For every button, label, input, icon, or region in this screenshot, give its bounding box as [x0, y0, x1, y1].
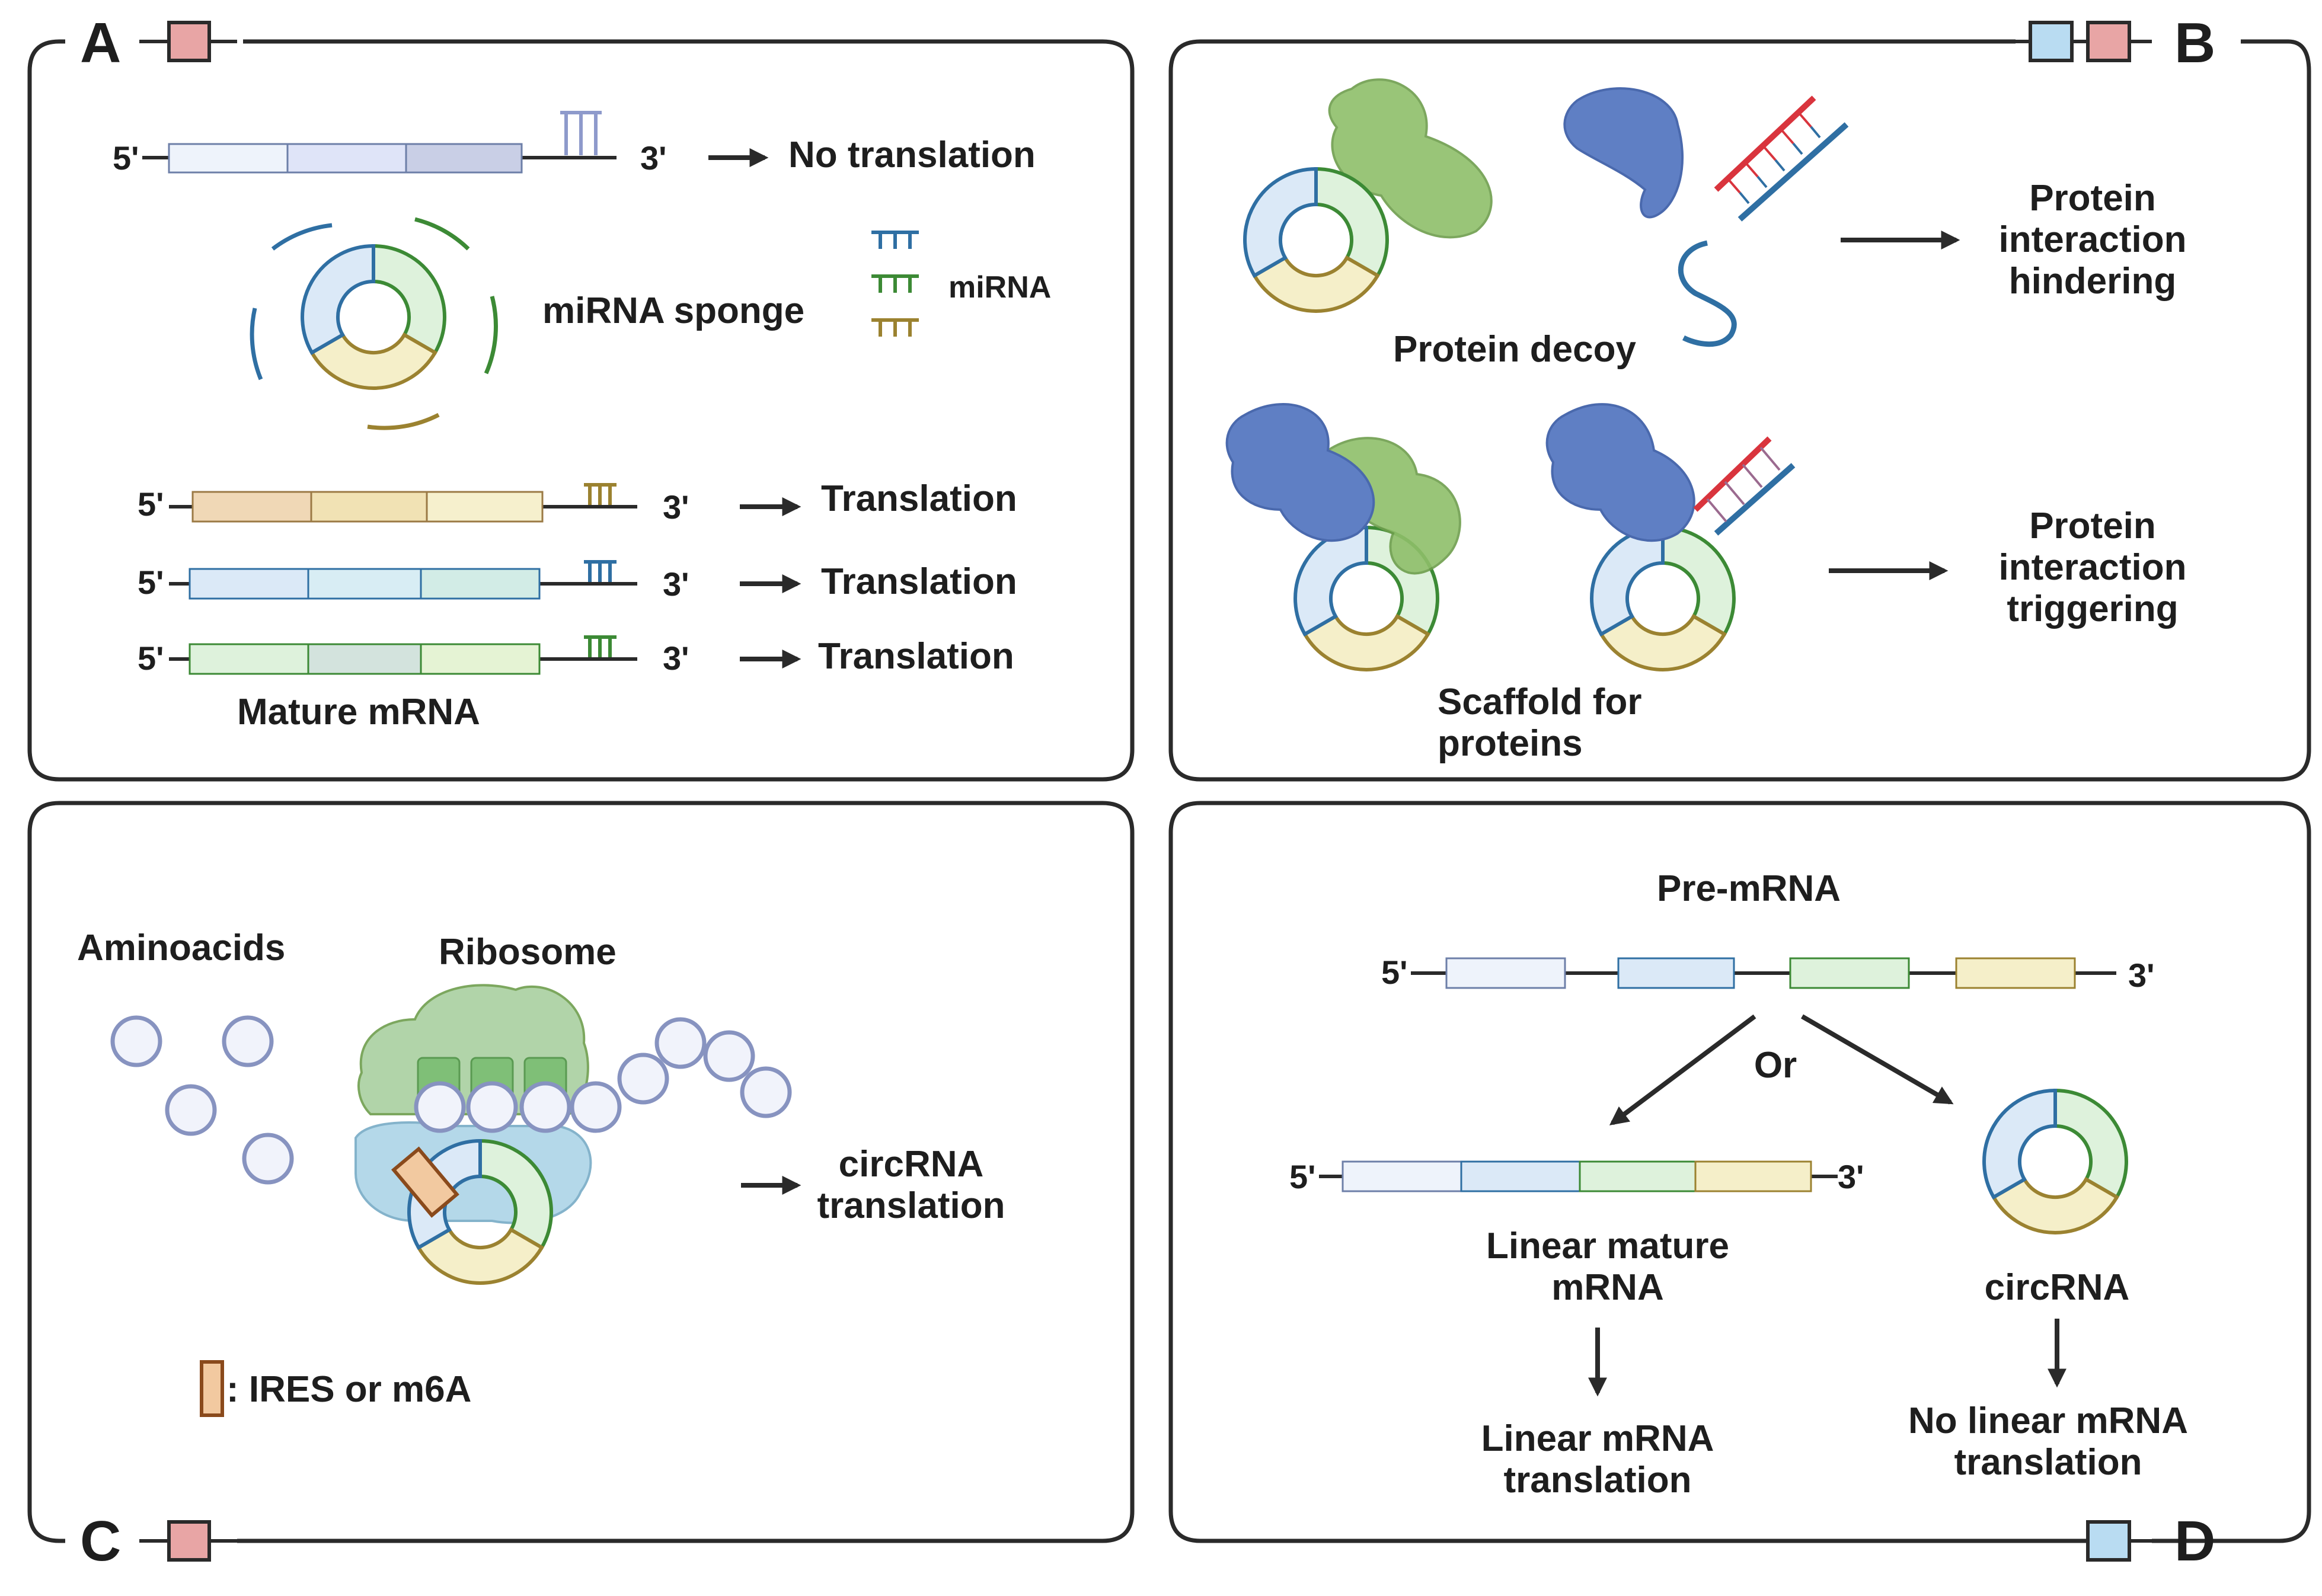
mature-transcript-1: 5' 3' Translation — [138, 478, 1017, 526]
exon-segment — [1617, 957, 1735, 989]
arrow-icon — [1800, 1014, 1954, 1105]
green-protein-icon — [1328, 78, 1493, 239]
exon-segment — [286, 143, 407, 174]
circrna-ring-icon — [1592, 527, 1734, 670]
exon-segment — [1579, 1160, 1697, 1192]
linear-mature-label-2: mRNA — [1551, 1267, 1663, 1308]
aminoacid-circles-icon — [110, 1015, 294, 1185]
scaffold-label-2: proteins — [1438, 723, 1583, 764]
exon-segment — [405, 143, 523, 174]
hindering-label-3: hindering — [2009, 261, 2176, 302]
exon-segment — [1342, 1160, 1462, 1192]
exon-segment — [1789, 957, 1910, 989]
circ-translation-label-1: circRNA — [839, 1144, 984, 1185]
linear-translation-label-1: Linear mRNA — [1481, 1418, 1714, 1459]
exon-segment — [1955, 957, 2076, 989]
panel-a-frame — [27, 39, 1135, 782]
pre-mrna-label: Pre-mRNA — [1657, 868, 1841, 909]
no-linear-label-2: translation — [1954, 1442, 2142, 1483]
five-prime-label: 5' — [138, 485, 164, 523]
five-prime-label: 5' — [1289, 1158, 1315, 1195]
panel-d-frame — [1168, 801, 2311, 1543]
five-prime-label: 5' — [1381, 954, 1407, 991]
mirna-legend-icon — [871, 231, 919, 337]
panel-c-frame — [27, 801, 1135, 1543]
three-prime-label: 3' — [663, 639, 689, 677]
dna-ladder-icon — [1693, 436, 1796, 536]
panel-b: B Protein decoy Protein interaction hind… — [1168, 11, 2311, 782]
mature-transcript-2: 5' 3' Translation — [138, 560, 1017, 603]
scaffold-label-1: Scaffold for — [1438, 682, 1641, 722]
three-prime-label: 3' — [640, 139, 666, 177]
panel-d: D Pre-mRNA 5' 3' Or 5' 3' Linear mature … — [1168, 801, 2311, 1573]
blue-marker — [2086, 1520, 2131, 1562]
mature-mrna-label: Mature mRNA — [237, 692, 480, 733]
three-prime-label: 3' — [663, 565, 689, 603]
peptide-chain-icon — [414, 1017, 792, 1133]
triggering-label-2: interaction — [1999, 547, 2187, 588]
three-prime-label: 3' — [1838, 1158, 1864, 1195]
dna-ladder-icon — [1714, 95, 1849, 222]
exon-segment — [1694, 1160, 1812, 1192]
pink-marker — [167, 21, 211, 62]
panel-a: A 5' 3' No translation miRNA sponge — [27, 11, 1135, 782]
circrna-ring-icon — [302, 246, 445, 388]
circrna-ring-icon — [1984, 1090, 2126, 1233]
blue-marker — [2029, 21, 2074, 62]
translation-label-2: Translation — [821, 561, 1017, 602]
hindering-label-1: Protein — [2029, 178, 2156, 219]
three-prime-label: 3' — [663, 488, 689, 526]
blue-protein-icon — [1545, 403, 1695, 542]
panel-a-letter: A — [80, 11, 121, 75]
panel-c: C Aminoacids Ribosome circRNA translatio… — [27, 801, 1135, 1573]
translation-label-1: Translation — [821, 478, 1017, 519]
linear-mature-label-1: Linear mature — [1486, 1226, 1729, 1266]
or-label: Or — [1754, 1045, 1797, 1086]
mirna-bound-icon — [560, 111, 602, 155]
pink-marker — [167, 1520, 211, 1562]
arrow-icon — [1609, 1014, 1756, 1125]
hindering-label-2: interaction — [1999, 219, 2187, 260]
panel-b-letter: B — [2174, 11, 2215, 75]
exon-segment — [1460, 1160, 1581, 1192]
linear-translation-label-2: translation — [1504, 1460, 1692, 1501]
translation-label-3: Translation — [818, 636, 1014, 677]
no-translation-label: No translation — [788, 135, 1036, 175]
panel-d-letter: D — [2174, 1509, 2215, 1573]
blue-protein-icon — [1563, 87, 1684, 219]
exon-segment — [168, 143, 289, 174]
ires-box-icon — [391, 1146, 459, 1218]
mirna-arcs-icon — [250, 217, 498, 430]
ires-legend-icon — [200, 1360, 224, 1417]
triggering-label-1: Protein — [2029, 506, 2156, 546]
protein-decoy-label: Protein decoy — [1393, 329, 1637, 370]
circrna-label: circRNA — [1985, 1267, 2130, 1308]
three-prime-label: 3' — [2128, 957, 2154, 994]
mature-transcript-3: 5' 3' Translation — [138, 635, 1014, 677]
ribosome-label: Ribosome — [439, 932, 617, 973]
mirna-sponge-label: miRNA sponge — [542, 290, 804, 331]
circ-translation-label-2: translation — [817, 1185, 1005, 1226]
triggering-label-3: triggering — [2007, 588, 2178, 629]
panel-c-letter: C — [80, 1509, 121, 1573]
pink-marker — [2086, 21, 2131, 62]
ires-label: : IRES or m6A — [226, 1369, 471, 1410]
five-prime-label: 5' — [138, 639, 164, 677]
five-prime-label: 5' — [113, 139, 139, 177]
five-prime-label: 5' — [138, 564, 164, 601]
blue-protein-icon — [1225, 403, 1375, 542]
mirna-label: miRNA — [948, 270, 1051, 305]
aminoacids-label: Aminoacids — [77, 927, 285, 968]
rna-strand-icon — [1678, 240, 1737, 347]
no-linear-label-1: No linear mRNA — [1908, 1400, 2188, 1441]
circrna-ring-icon — [1245, 169, 1387, 311]
panel-b-frame — [1168, 39, 2311, 782]
exon-segment — [1445, 957, 1566, 989]
